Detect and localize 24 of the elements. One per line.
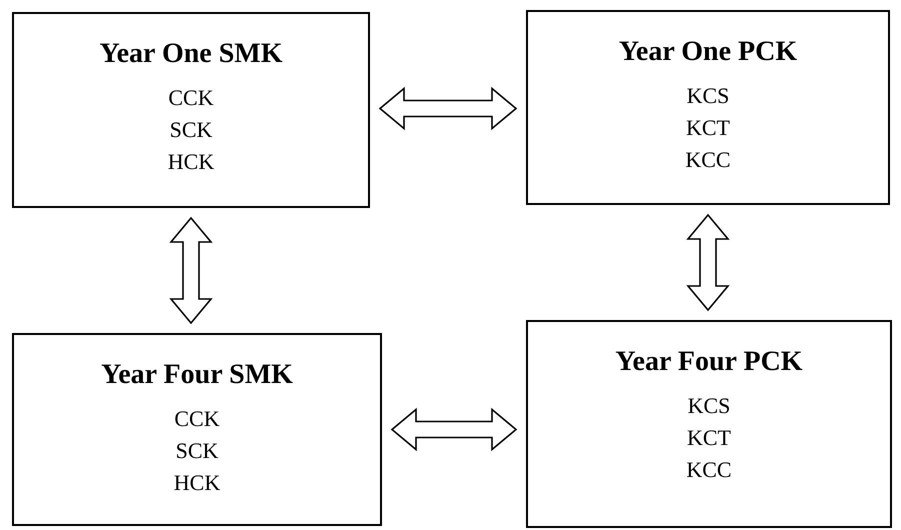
box-heading: Year Four SMK: [100, 358, 294, 392]
text-box: [526, 320, 892, 528]
text-box: [12, 333, 382, 526]
text-box: [526, 10, 890, 205]
list-item: SCK: [168, 116, 214, 144]
list-item: HCK: [166, 148, 216, 176]
list-item: KCT: [685, 114, 731, 142]
double-arrow: [169, 216, 213, 324]
list-item: KCS: [686, 392, 732, 420]
box-heading: Year Four PCK: [614, 345, 804, 379]
box-heading: Year One SMK: [98, 37, 284, 71]
list-item: CCK: [167, 84, 215, 112]
list-item: HCK: [172, 469, 222, 497]
box-heading: Year One PCK: [618, 35, 798, 69]
list-item: KCC: [685, 456, 733, 484]
list-item: KCT: [686, 424, 732, 452]
list-item: KCC: [684, 146, 732, 174]
text-box: [12, 12, 370, 208]
list-item: KCS: [686, 82, 730, 110]
double-arrow: [686, 214, 730, 312]
list-item: SCK: [174, 437, 220, 465]
double-arrow: [378, 86, 518, 130]
double-arrow: [390, 408, 518, 452]
list-item: CCK: [173, 405, 221, 433]
